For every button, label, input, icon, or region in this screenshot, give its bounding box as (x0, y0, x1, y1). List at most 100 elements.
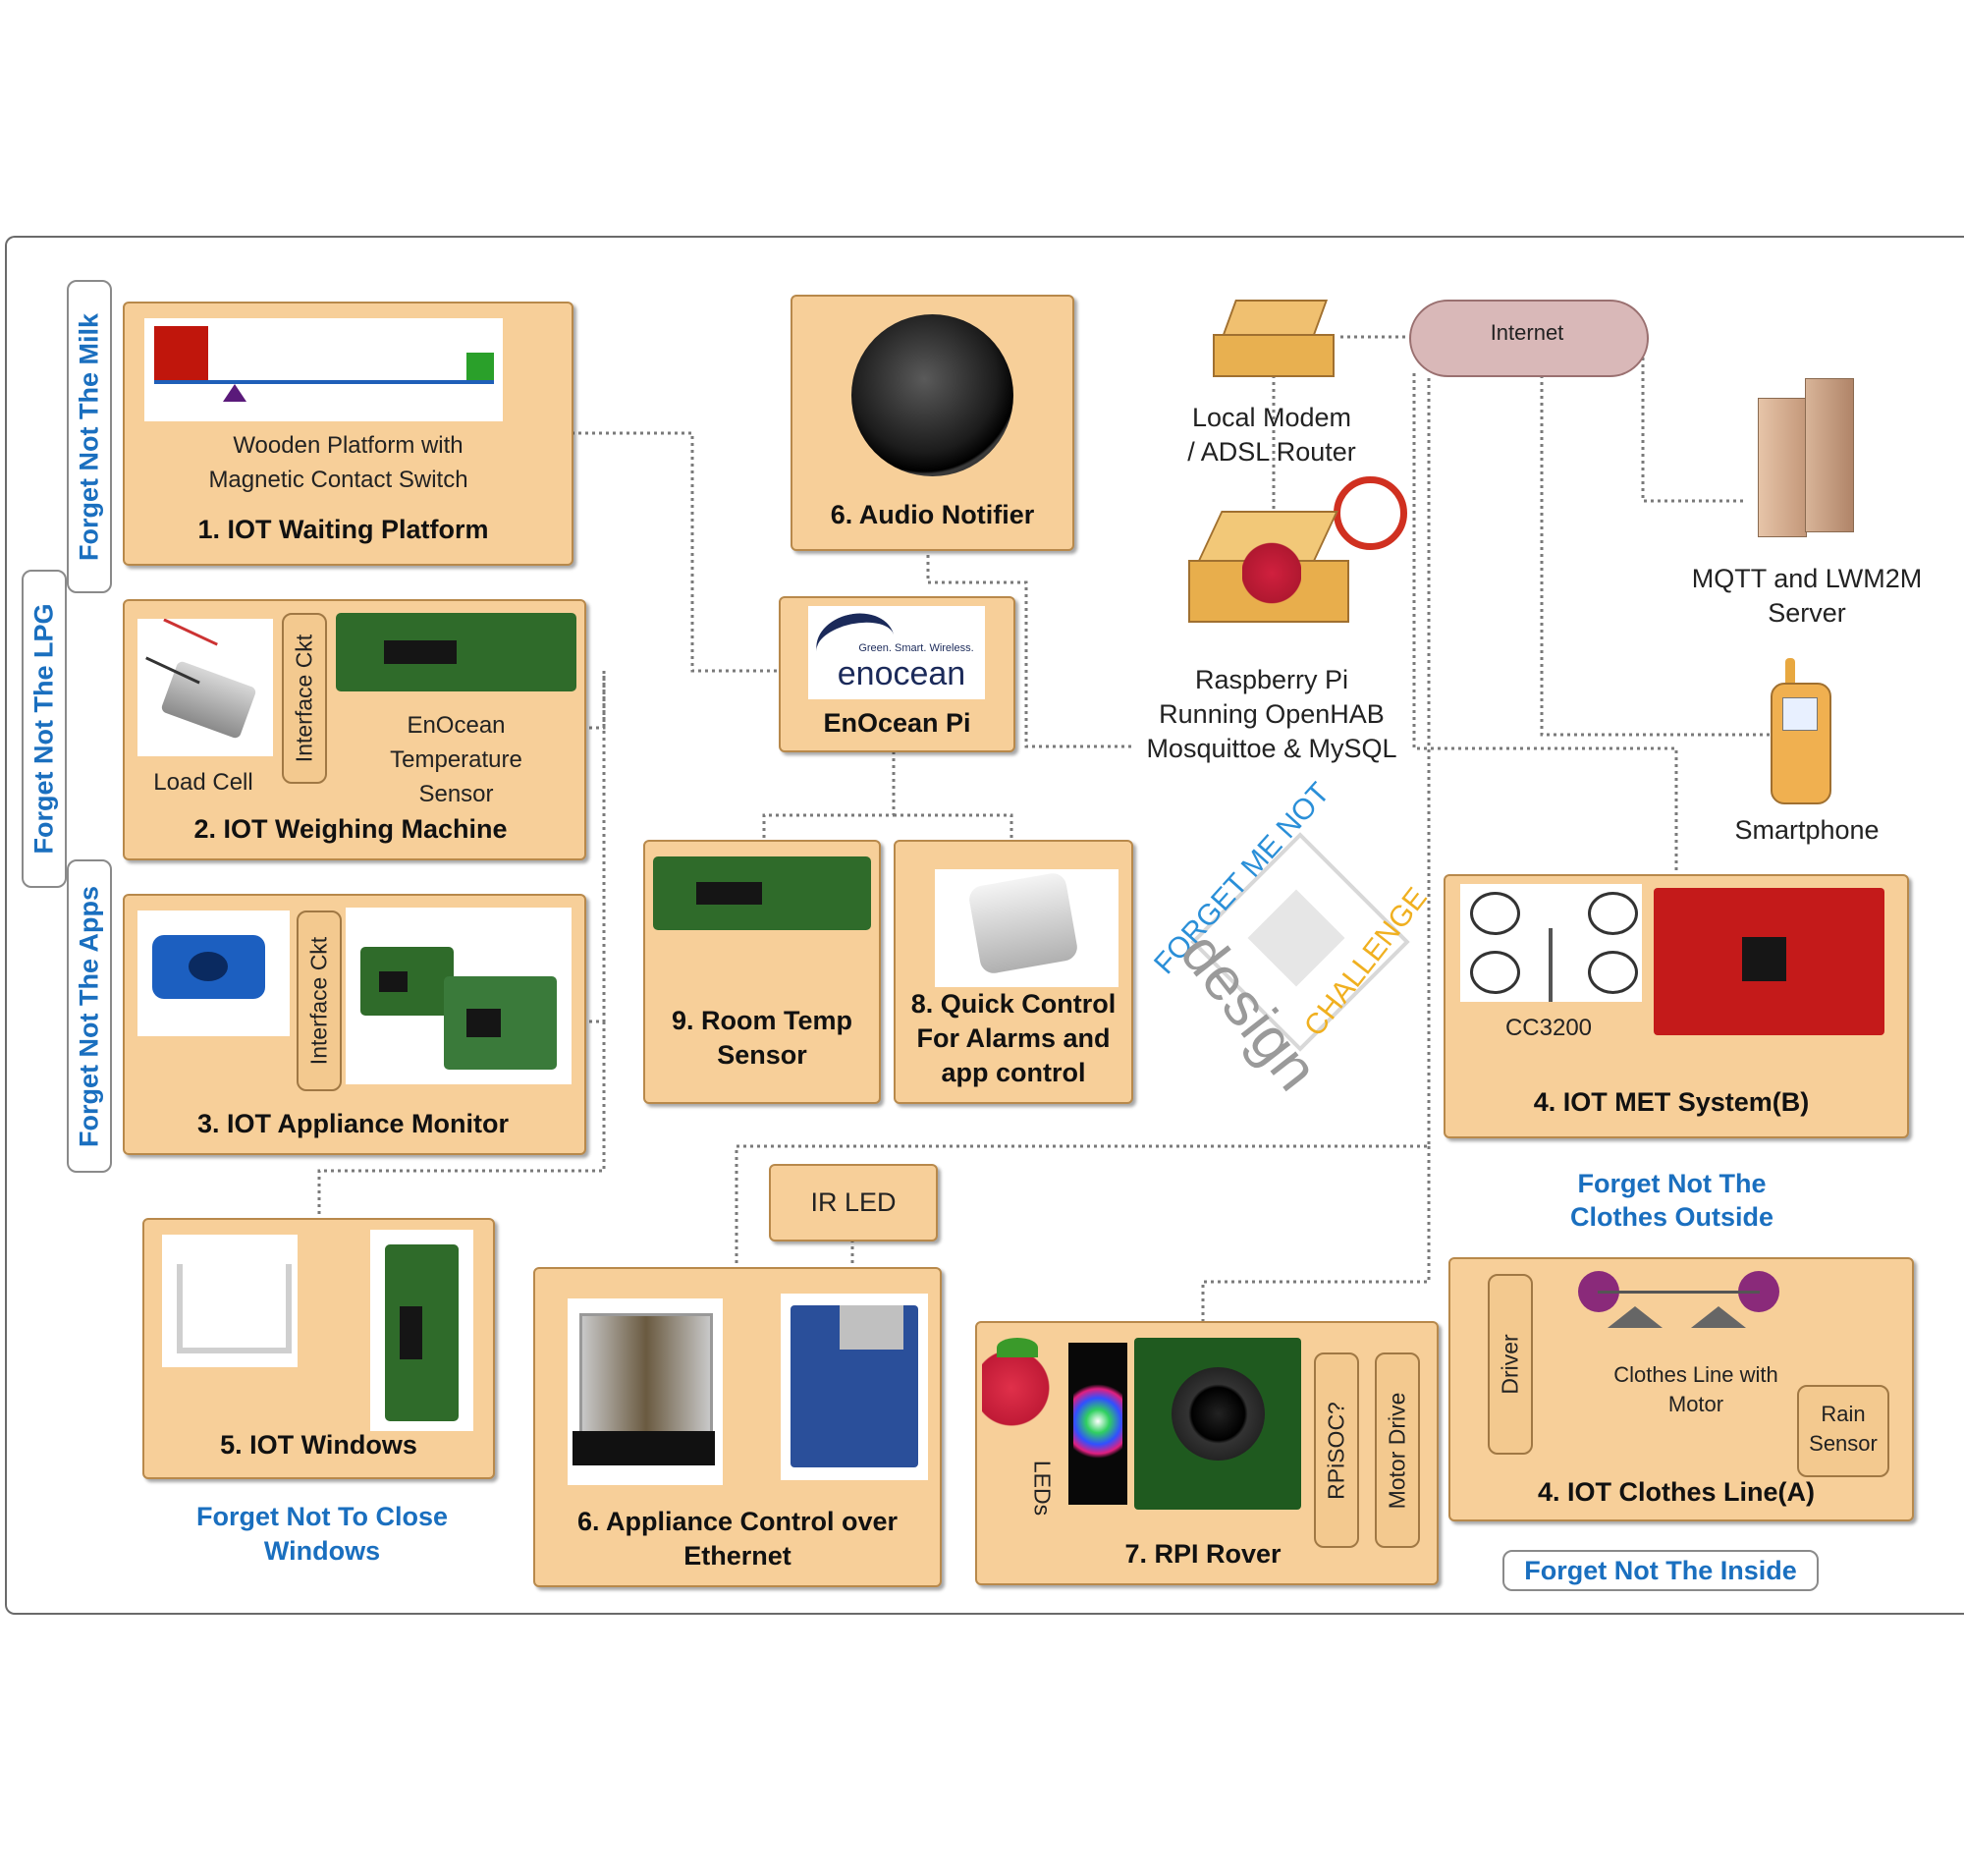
rpisoc-tab: RPiSOC? (1314, 1352, 1359, 1548)
camera-module-icon (1134, 1338, 1301, 1510)
windows-caption-1: Forget Not To Close (196, 1502, 448, 1531)
enocean-pi-title: EnOcean Pi (823, 708, 971, 738)
clothes-line-caption: Forget Not The Inside (1524, 1556, 1797, 1585)
room-temp-title-1: 9. Room Temp (671, 1006, 853, 1035)
appliance-control-title-2: Ethernet (683, 1541, 791, 1571)
remote-switch-icon (966, 871, 1080, 975)
cc3200-board (1654, 888, 1884, 1035)
box-quick-control: 8. Quick Control For Alarms and app cont… (894, 840, 1133, 1104)
box-weighing-machine: Interface Ckt Load Cell EnOcean Temperat… (123, 599, 586, 860)
quick-control-title-3: app control (941, 1058, 1086, 1087)
weight-block-green-icon (466, 353, 494, 380)
leds-label: LEDs (1029, 1460, 1056, 1516)
box-waiting-platform: Wooden Platform with Magnetic Contact Sw… (123, 302, 573, 566)
gprs-module-board (444, 976, 557, 1070)
load-cell-label: Load Cell (153, 769, 253, 796)
link-windows (317, 1021, 606, 1219)
anemometer-cup-4 (1588, 951, 1638, 994)
clothes-line-wire (1598, 1291, 1760, 1294)
smartphone-label: Smartphone (1734, 815, 1880, 845)
interface-ckt-label: Interface Ckt (291, 634, 317, 763)
link-enocean-hub2 (894, 813, 1013, 840)
enocean-sensor-label-1: EnOcean (407, 712, 506, 739)
clothes-line-title: 4. IOT Clothes Line(A) (1537, 1477, 1815, 1507)
tab-forget-not-the-milk: Forget Not The Milk (67, 280, 112, 593)
windows-title: 5. IOT Windows (220, 1430, 417, 1460)
quick-control-title-2: For Alarms and (916, 1023, 1111, 1053)
phone-antenna (1785, 658, 1795, 692)
rpi-rover-title: 7. RPI Rover (1124, 1539, 1282, 1569)
link-waiting-platform (572, 431, 779, 673)
wifi-module-board (360, 947, 454, 1016)
remote-switch-photo (935, 869, 1118, 987)
ethernet-shield-photo (781, 1294, 928, 1480)
speaker-icon (851, 314, 1013, 476)
link-bus-rover (1201, 1146, 1431, 1321)
room-temp-title-2: Sensor (717, 1040, 807, 1070)
appliance-control-title-1: 6. Appliance Control over (576, 1507, 899, 1536)
interface-ckt-label-2: Interface Ckt (305, 936, 332, 1066)
link-audio-enocean (926, 548, 1134, 748)
raspberry-leaf-icon (997, 1338, 1038, 1357)
windows-caption-2: Windows (263, 1536, 381, 1566)
modem-label-1: Local Modem (1191, 403, 1352, 432)
rj45-port-icon (840, 1305, 903, 1350)
wifi-module-photo (346, 908, 572, 1084)
pi-label-1: Raspberry Pi (1194, 665, 1349, 694)
smartphone-icon (1771, 658, 1831, 805)
anemometer-mast (1549, 928, 1553, 1002)
rgb-led-strip (1068, 1343, 1127, 1505)
box-ir-led: IR LED (769, 1164, 938, 1241)
internet-cloud-icon (1409, 300, 1649, 377)
raspberry-pi-box-icon (1183, 511, 1355, 624)
box-met-system: CC3200 4. IOT MET System(B) (1444, 874, 1909, 1138)
server-label-1: MQTT and LWM2M (1691, 564, 1923, 593)
modem-label-2: / ADSL Router (1187, 437, 1356, 467)
magnetic-switch-photo (162, 1235, 298, 1367)
relay-base (573, 1431, 715, 1465)
tab-lpg-label: Forget Not The LPG (28, 603, 59, 855)
ir-led-label: IR LED (810, 1187, 897, 1217)
seesaw-illustration (144, 318, 503, 421)
camera-lens-icon (1172, 1367, 1265, 1461)
box-rpi-rover: LEDs RPiSOC? Motor Drive 7. RPI Rover (975, 1321, 1439, 1585)
met-system-title: 4. IOT MET System(B) (1533, 1087, 1810, 1117)
tab-apps-label: Forget Not The Apps (74, 885, 104, 1147)
box-appliance-monitor: Interface Ckt 3. IOT Appliance Monitor (123, 894, 586, 1155)
motor-drive-tab: Motor Drive (1375, 1352, 1420, 1548)
rain-sensor-label-2: Sensor (1809, 1431, 1878, 1456)
tab-forget-not-the-apps: Forget Not The Apps (67, 859, 112, 1173)
box-clothes-line: Driver Clothes Line with Motor Rain Sens… (1448, 1257, 1914, 1521)
pi-label-2: Running OpenHAB (1159, 699, 1385, 729)
link-modem-met (1412, 373, 1678, 874)
enocean-sensor-label-3: Sensor (418, 781, 494, 807)
rpisoc-label: RPiSOC? (1323, 1401, 1349, 1500)
weighing-machine-title: 2. IOT Weighing Machine (193, 814, 508, 844)
link-internet-server (1641, 337, 1743, 503)
server-label-2: Server (1768, 598, 1846, 628)
raspberry-pi-logo-icon (982, 1352, 1056, 1431)
cc3200-label: CC3200 (1504, 1015, 1593, 1041)
driver-label: Driver (1497, 1334, 1523, 1395)
tab-milk-label: Forget Not The Milk (74, 312, 104, 561)
balance-beam (154, 380, 494, 384)
anemometer-photo (1460, 884, 1642, 1002)
tab-forget-not-the-lpg: Forget Not The LPG (22, 570, 67, 888)
design-challenge-logo: FORGET ME NOT design CHALLENGE (1129, 777, 1444, 1110)
link-enocean-hub (762, 751, 896, 840)
rain-sensor-label-1: Rain (1821, 1402, 1866, 1426)
quick-control-title-1: 8. Quick Control (910, 989, 1117, 1019)
clothes-line-desc-2: Motor (1667, 1392, 1724, 1416)
internet-label: Internet (1490, 320, 1564, 345)
met-caption-1: Forget Not The (1577, 1169, 1767, 1198)
waiting-platform-desc-2: Magnetic Contact Switch (208, 467, 468, 493)
interface-ckt-tab-2: Interface Ckt (297, 910, 342, 1091)
appliance-monitor-title: 3. IOT Appliance Monitor (196, 1109, 509, 1138)
relay-icon (579, 1313, 713, 1437)
leds-tab: LEDs (1024, 1446, 1060, 1529)
weight-block-red-icon (154, 326, 208, 380)
server-icon (1758, 378, 1856, 540)
box-appliance-control: 6. Appliance Control over Ethernet (533, 1267, 942, 1587)
hanger-left-icon (1608, 1306, 1663, 1328)
